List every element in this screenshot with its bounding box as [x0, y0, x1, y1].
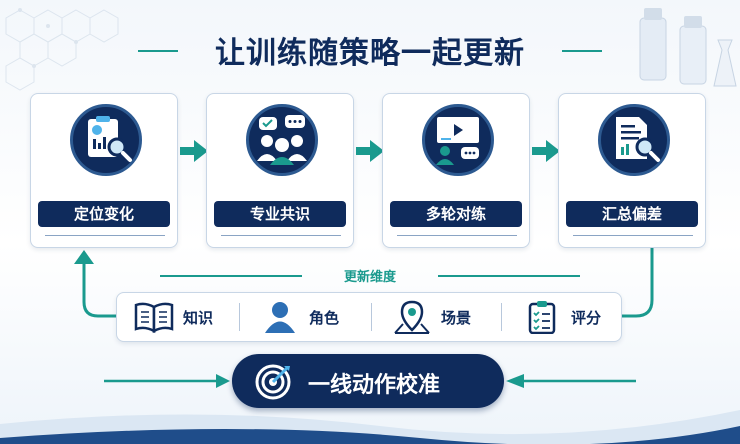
dimension-item-knowledge: 知识	[121, 293, 239, 341]
dimension-label: 角色	[309, 309, 340, 327]
update-rule-left	[160, 275, 302, 277]
dimension-divider	[501, 303, 502, 331]
people-chat-bubbles-icon	[257, 115, 307, 165]
person-icon	[265, 302, 295, 333]
clipboard-chart-magnifier-icon	[88, 116, 132, 162]
step-label: 汇总偏差	[566, 201, 698, 227]
step-icon-circle	[422, 104, 494, 176]
dimension-item-score: 评分	[509, 293, 627, 341]
update-rule-right	[438, 275, 580, 277]
update-dimensions-label: 更新维度	[343, 270, 396, 285]
document-chart-magnifier-icon	[616, 117, 660, 162]
presentation-screen-audience-icon	[436, 117, 479, 165]
dimension-item-scene: 场景	[379, 293, 497, 341]
map-pin-icon	[394, 300, 430, 334]
update-dimensions-panel: 知识 角色 场景 评分	[116, 292, 622, 342]
step-label: 定位变化	[38, 201, 170, 227]
target-arrow-icon	[255, 364, 291, 400]
dimension-label: 场景	[441, 309, 472, 327]
step-icon-circle	[598, 104, 670, 176]
dimension-label: 评分	[571, 309, 602, 327]
dimension-divider	[371, 303, 372, 331]
arrow-right-icon	[180, 140, 208, 162]
title-rule-right	[562, 50, 602, 52]
checklist-icon	[528, 301, 556, 334]
step-card-1: 定位变化	[30, 93, 178, 248]
dimension-divider	[239, 303, 240, 331]
arrow-right-icon	[532, 140, 560, 162]
step-card-3: 多轮对练	[382, 93, 530, 248]
step-icon-circle	[70, 104, 142, 176]
step-card-2: 专业共识	[206, 93, 354, 248]
final-calibration-pill: 一线动作校准	[232, 354, 504, 408]
step-underline	[397, 235, 517, 236]
step-underline	[573, 235, 693, 236]
lab-bottles-decoration	[639, 8, 737, 87]
final-label: 一线动作校准	[308, 373, 441, 398]
open-book-icon	[134, 302, 174, 334]
step-label: 专业共识	[214, 201, 346, 227]
title-area: 让训练随策略一起更新	[0, 18, 740, 74]
bottom-wave-decoration	[0, 410, 740, 444]
page-title: 让训练随策略一起更新	[215, 36, 525, 71]
step-icon-circle	[246, 104, 318, 176]
arrow-right-icon	[356, 140, 384, 162]
title-rule-left	[138, 50, 178, 52]
dimension-label: 知识	[183, 309, 214, 327]
step-underline	[221, 235, 341, 236]
step-label: 多轮对练	[390, 201, 522, 227]
hexagon-pattern-decoration	[5, 8, 119, 91]
step-card-4: 汇总偏差	[558, 93, 706, 248]
dimension-item-role: 角色	[247, 293, 365, 341]
step-underline	[45, 235, 165, 236]
